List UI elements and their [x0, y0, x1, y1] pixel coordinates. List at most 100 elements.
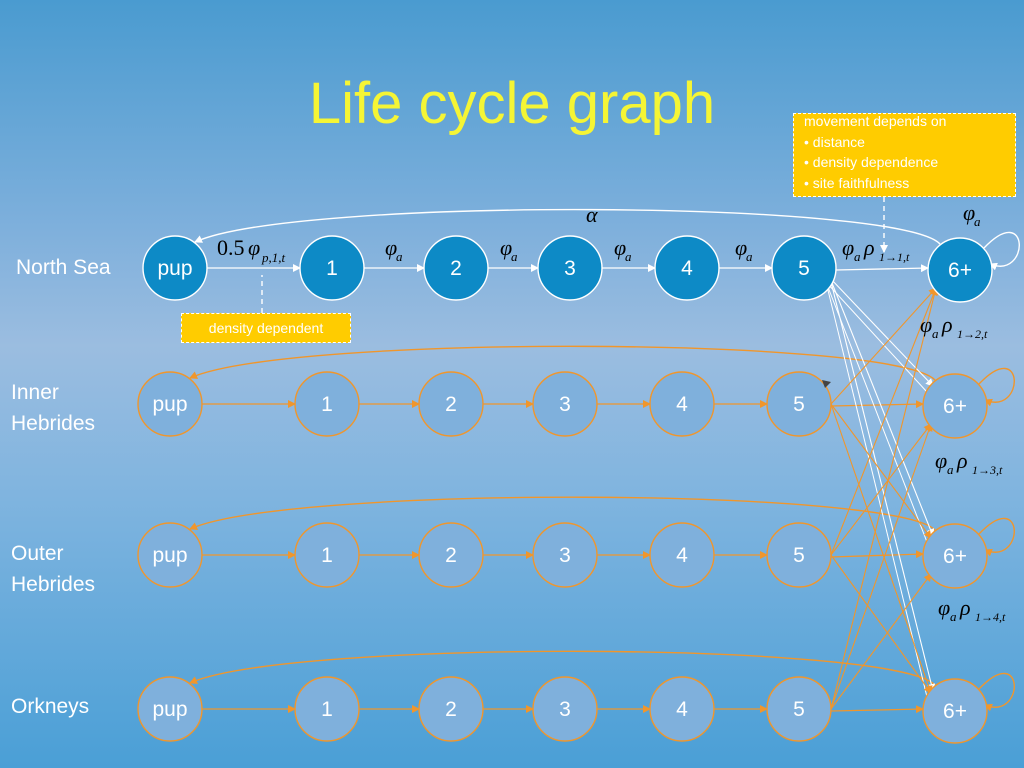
stage-node-label: 1: [321, 393, 333, 416]
stage-node-label: 4: [676, 698, 688, 721]
movement-arrow: [829, 277, 935, 537]
stage-node-label: 3: [559, 698, 571, 721]
pup-survival-label: φ: [248, 235, 260, 260]
survival-label: a: [511, 249, 518, 264]
stage-node: [294, 522, 360, 588]
density-dependent-callout: density dependent: [181, 313, 351, 343]
stage-node-label: 4: [681, 257, 693, 280]
stage-node: [532, 676, 598, 742]
stage-node-label: 1: [321, 544, 333, 567]
movement-label: φ: [935, 448, 947, 473]
survival-label: φ: [500, 235, 512, 260]
movement-label: φ: [842, 235, 854, 260]
row-label-north-sea: North Sea: [16, 256, 111, 279]
stage-node-label: 4: [676, 544, 688, 567]
stage-node-label: 2: [445, 698, 457, 721]
stage-node-label: 6+: [943, 545, 967, 568]
movement-arrow: [830, 403, 933, 694]
survival-label: φ: [735, 235, 747, 260]
movement-label: φ: [920, 312, 932, 337]
stage-node-label: 1: [326, 257, 338, 280]
survival-label: φ: [614, 235, 626, 260]
stage-node: [418, 522, 484, 588]
movement-arrow: [830, 423, 932, 556]
survival-label: a: [974, 214, 981, 229]
stage-node: [771, 235, 837, 301]
movement-label: 1→3,t: [972, 463, 1003, 477]
stage-node: [423, 235, 489, 301]
stage-node: [142, 235, 208, 301]
stage-node-label: 3: [559, 393, 571, 416]
movement-arrow: [825, 281, 928, 543]
movement-callout-item: • density dependence: [804, 154, 939, 170]
movement-label: ρ: [863, 235, 875, 260]
stage-node-label: 5: [793, 393, 805, 416]
stage-node: [927, 237, 993, 303]
movement-label: φ: [938, 595, 950, 620]
stage-node-label: 3: [564, 257, 576, 280]
movement-callout-item: • distance: [804, 133, 865, 150]
stage-node: [922, 678, 988, 744]
stage-node-label: 5: [798, 257, 810, 280]
movement-arrow: [830, 287, 937, 405]
recruitment-arc: [189, 496, 936, 531]
stage-node: [766, 522, 832, 588]
alpha-label: α: [586, 202, 598, 227]
movement-label: ρ: [959, 595, 971, 620]
recruitment-arc: [189, 650, 936, 686]
page-title: Life cycle graph: [308, 71, 716, 136]
movement-arrow: [825, 281, 928, 698]
transition-arrow: [830, 705, 924, 714]
movement-arrow: [830, 287, 939, 710]
stage-node-label: pup: [152, 698, 187, 721]
movement-arrow: [830, 403, 932, 539]
stage-node: [654, 235, 720, 301]
stage-node-label: 6+: [943, 395, 967, 418]
stage-node-label: 6+: [943, 700, 967, 723]
pup-survival-label: 0.5: [217, 235, 245, 260]
stage-node: [294, 676, 360, 742]
stage-node-label: pup: [157, 257, 192, 280]
stage-node: [418, 676, 484, 742]
stage-node-label: 2: [445, 544, 457, 567]
stage-node-label: pup: [152, 544, 187, 567]
recruitment-arc: [194, 208, 941, 245]
cursor-arrow-icon: [822, 380, 831, 388]
row-label-orkneys: Orkneys: [11, 695, 90, 718]
movement-label: ρ: [956, 448, 968, 473]
stage-node: [532, 371, 598, 437]
recruitment-arc: [189, 345, 936, 381]
stage-node: [299, 235, 365, 301]
movement-arrow: [830, 423, 933, 710]
movement-callout-item: • site faithfulness: [804, 174, 910, 191]
movement-arrow: [830, 554, 932, 694]
movement-arrow: [829, 277, 936, 692]
stage-node-label: 6+: [948, 259, 972, 282]
stage-node: [766, 371, 832, 437]
movement-label: a: [947, 462, 954, 477]
pup-survival-label: p,1,t: [261, 250, 286, 265]
stage-node: [137, 371, 203, 437]
stage-node: [532, 522, 598, 588]
stage-node-label: 5: [793, 698, 805, 721]
movement-label: 1→1,t: [879, 250, 910, 264]
self-loop: [978, 517, 1015, 557]
movement-callout-heading: movement depends on: [804, 113, 947, 129]
survival-label: φ: [963, 200, 975, 225]
stage-node-label: 1: [321, 698, 333, 721]
movement-label: 1→2,t: [957, 327, 988, 341]
transition-arrow: [835, 264, 929, 273]
movement-label: a: [932, 326, 939, 341]
stage-node-label: 2: [450, 257, 462, 280]
self-loop: [978, 672, 1015, 712]
row-label-outer-hebrides: Outer Hebrides: [11, 542, 96, 596]
movement-arrow: [830, 287, 938, 556]
stage-node: [537, 235, 603, 301]
stage-node-label: 2: [445, 393, 457, 416]
stage-node: [922, 373, 988, 439]
survival-label: a: [396, 249, 403, 264]
survival-label: φ: [385, 235, 397, 260]
movement-label: ρ: [941, 312, 953, 337]
row-label-inner-hebrides: Inner Hebrides: [11, 381, 96, 435]
stage-node: [418, 371, 484, 437]
